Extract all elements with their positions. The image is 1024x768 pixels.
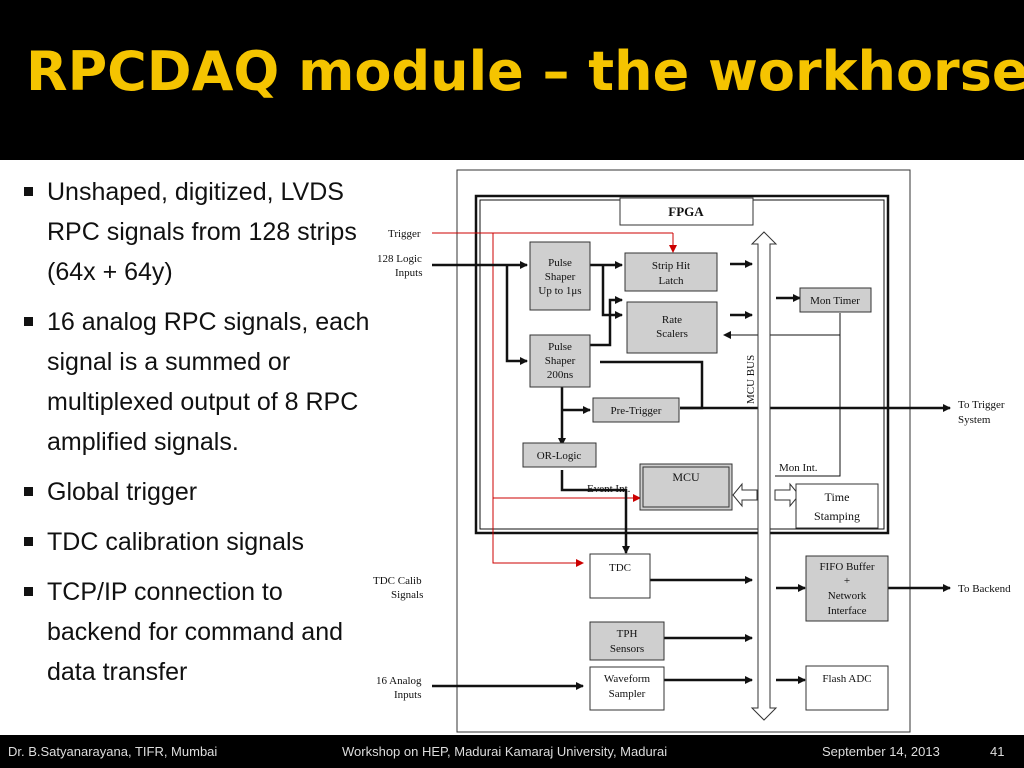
waveform-sampler-line1: Waveform <box>604 673 651 685</box>
rate-scalers-line2: Scalers <box>656 328 688 340</box>
bullet-square-icon <box>24 537 33 546</box>
trigger-label: Trigger <box>388 228 421 240</box>
mcu-bus-arrow <box>750 231 778 721</box>
tdc-label: TDC <box>609 562 631 574</box>
mon-timer-label: Mon Timer <box>810 295 860 307</box>
waveform-sampler-line2: Sampler <box>609 688 646 700</box>
analog-inputs-label-2: Inputs <box>394 689 422 701</box>
pulse-shaper-1-line3: Up to 1μs <box>538 285 581 297</box>
black-signal-lines <box>432 260 951 690</box>
pulse-shaper-1-block <box>529 241 591 311</box>
red-signal-lines <box>432 232 677 567</box>
tdc-calib-label-1: TDC Calib <box>373 575 422 587</box>
mcu-inner-block <box>642 466 730 508</box>
time-stamping-block <box>795 483 879 529</box>
bullet-square-icon <box>24 487 33 496</box>
mcu-block <box>639 463 733 511</box>
fifo-line2: + <box>844 575 850 587</box>
pulse-shaper-2-line3: 200ns <box>547 369 573 381</box>
pre-trigger-block <box>592 397 680 423</box>
tph-line1: TPH <box>617 628 638 640</box>
tph-sensors-block <box>589 621 665 661</box>
footer-bar <box>0 735 1024 768</box>
fifo-line3: Network <box>828 590 867 602</box>
mon-int-label: Mon Int. <box>779 462 818 474</box>
footer-date: September 14, 2013 <box>822 744 940 759</box>
event-int-label: Event Int. <box>587 483 631 495</box>
bullet-item: Unshaped, digitized, LVDS RPC signals fr… <box>20 172 380 292</box>
tdc-block <box>589 553 651 599</box>
to-trigger-system-line1: To Trigger <box>958 399 1005 411</box>
pulse-shaper-1-line2: Shaper <box>545 271 576 283</box>
mcu-bus-label: MCU BUS <box>745 355 757 404</box>
pulse-shaper-2-line1: Pulse <box>548 341 572 353</box>
to-backend-label: To Backend <box>958 583 1011 595</box>
strip-hit-latch-line2: Latch <box>658 275 684 287</box>
flash-adc-block <box>805 665 889 711</box>
tph-line2: Sensors <box>610 643 644 655</box>
bullet-item: 16 analog RPC signals, each signal is a … <box>20 302 380 462</box>
flash-adc-label: Flash ADC <box>822 673 871 685</box>
bullet-item: Global trigger <box>20 472 380 512</box>
to-trigger-system-line2: System <box>958 414 991 426</box>
footer-author: Dr. B.Satyanarayana, TIFR, Mumbai <box>8 744 218 759</box>
rate-scalers-line1: Rate <box>662 314 682 326</box>
logic-inputs-label-2: Inputs <box>395 267 423 279</box>
bullet-item: TCP/IP connection to backend for command… <box>20 572 380 692</box>
strip-hit-latch-block <box>624 252 718 292</box>
input-to-shaper2-line <box>505 265 528 365</box>
trigger-to-tdc-line <box>492 233 584 567</box>
shaper2-to-scalers-line <box>590 296 623 347</box>
bus-to-timestamp-arrow <box>774 482 800 508</box>
strip-hit-latch-line1: Strip Hit <box>652 260 690 272</box>
or-logic-label: OR-Logic <box>537 450 582 462</box>
time-stamping-line2: Stamping <box>814 509 860 523</box>
fifo-line4: Interface <box>827 605 866 617</box>
analog-inputs-label-1: 16 Analog <box>376 675 422 687</box>
slide-title: RPCDAQ module – the workhorse <box>26 40 1024 103</box>
fpga-label-box <box>619 197 754 226</box>
or-logic-block <box>522 442 597 468</box>
bullet-square-icon <box>24 587 33 596</box>
rate-scalers-block <box>626 301 718 354</box>
bullet-item: TDC calibration signals <box>20 522 380 562</box>
bus-to-mcu-arrow <box>732 482 758 508</box>
shaper1-to-scalers-line <box>601 265 623 319</box>
time-stamping-line1: Time <box>825 490 850 504</box>
mon-int-line <box>775 313 841 477</box>
footer-page-number: 41 <box>990 744 1005 759</box>
bullet-square-icon <box>24 187 33 196</box>
fifo-line1: FIFO Buffer <box>819 561 874 573</box>
orlogic-to-tdc-line <box>560 470 630 554</box>
logic-inputs-label-1: 128 Logic <box>377 253 422 265</box>
pulse-shaper-2-block <box>529 334 591 388</box>
bullet-square-icon <box>24 317 33 326</box>
bullet-list: Unshaped, digitized, LVDS RPC signals fr… <box>20 172 380 702</box>
fpga-label: FPGA <box>668 204 704 219</box>
footer-event: Workshop on HEP, Madurai Kamaraj Univers… <box>342 744 668 759</box>
mon-timer-block <box>799 287 872 313</box>
pulse-shaper-1-line1: Pulse <box>548 257 572 269</box>
mcu-label: MCU <box>672 470 700 484</box>
fifo-network-block <box>805 555 889 622</box>
pulse-shaper-2-line2: Shaper <box>545 355 576 367</box>
title-bar: RPCDAQ module – the workhorse <box>0 0 1024 160</box>
fpga-outline <box>474 194 890 535</box>
waveform-sampler-block <box>589 666 665 711</box>
tdc-calib-label-2: Signals <box>391 589 423 601</box>
pre-trigger-label: Pre-Trigger <box>611 405 662 417</box>
